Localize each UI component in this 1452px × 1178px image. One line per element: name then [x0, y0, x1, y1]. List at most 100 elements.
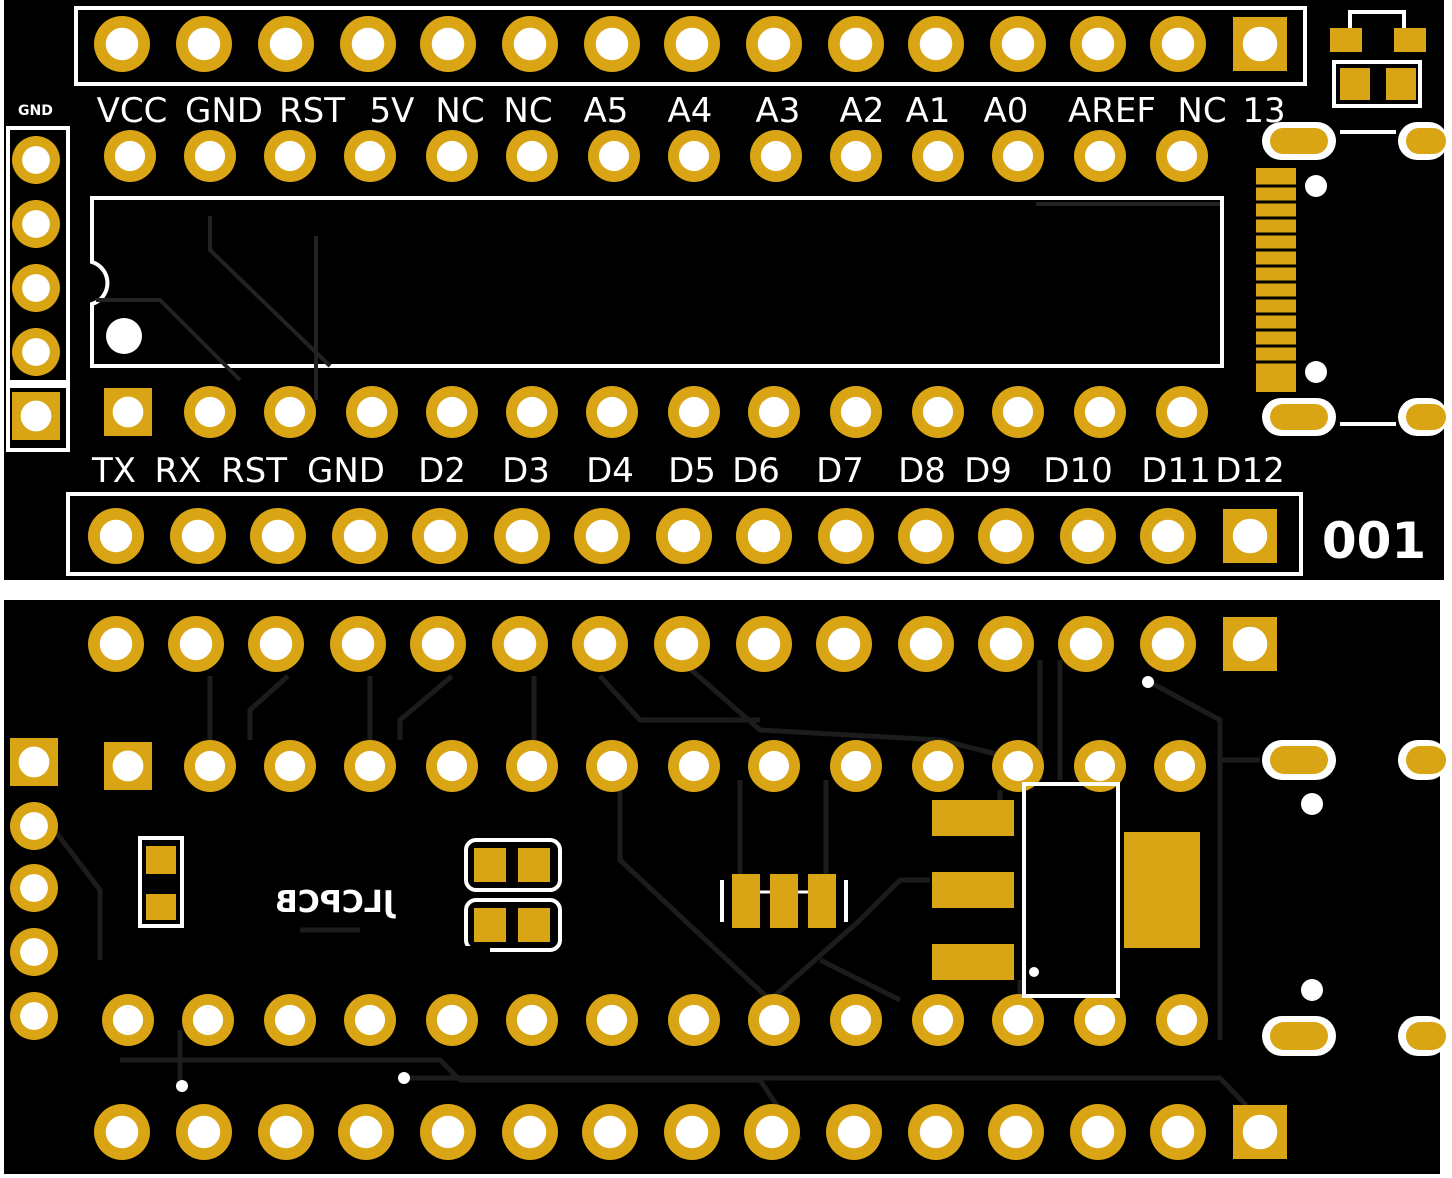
ic-bottom-pin-5-hole	[436, 396, 468, 428]
b-top-header-pin-10-hole	[827, 627, 861, 661]
crystal-cap-silk-1	[464, 838, 562, 892]
regulator-pad-2	[932, 872, 1014, 908]
b-top-header-pin-15-hole	[1232, 626, 1268, 662]
version-badge-bg	[1318, 508, 1432, 568]
bottom-header-pin-7-hole	[585, 519, 619, 553]
ic-top-pin-9-hole	[760, 140, 792, 172]
bottom-board-pads	[10, 616, 1287, 1160]
ic-bottom-pin-13-hole	[1084, 396, 1116, 428]
ic-bottom-pin-12-hole	[1002, 396, 1034, 428]
bottom-header-pin-1-hole	[99, 519, 133, 553]
ic-bottom-pin-14-hole	[1166, 396, 1198, 428]
ic-top-pin-13-hole	[1084, 140, 1116, 172]
bottom-header-label: D11	[1141, 451, 1210, 491]
bottom-board: JLCPCB	[4, 600, 1448, 1174]
ic-bottom-pin-2-hole	[194, 396, 226, 428]
pin1-marker	[106, 318, 142, 354]
b-ic-top-pin-8-hole	[678, 750, 710, 782]
bottom-header-label: D7	[816, 451, 864, 491]
bottom-header-label: RST	[221, 451, 287, 491]
smd-pad-4	[1386, 68, 1416, 100]
top-header-pin-3-hole	[269, 27, 303, 61]
cap-pad-2	[146, 894, 176, 920]
bottom-header-label: D6	[732, 451, 780, 491]
ic-bottom-pin-8-hole	[678, 396, 710, 428]
top-header-pin-4-hole	[351, 27, 385, 61]
via-3	[398, 1072, 410, 1084]
b-ic-bottom-pin-8-hole	[678, 1004, 710, 1036]
top-header-label: GND	[185, 91, 263, 131]
b-ic-bottom-pin-3-hole	[274, 1004, 306, 1036]
bottom-header-pin-8-hole	[667, 519, 701, 553]
b-ic-top-pin-11-hole	[922, 750, 954, 782]
smd-pad-2	[1394, 28, 1426, 52]
usb-oval-b3-copper	[1270, 1022, 1328, 1050]
b-ic-top-pin-9-hole	[758, 750, 790, 782]
b-ic-top-pin-4-hole	[354, 750, 386, 782]
ic-bottom-pin-6-hole	[516, 396, 548, 428]
b-top-header-pin-4-hole	[341, 627, 375, 661]
ic-bottom-pin-3-hole	[274, 396, 306, 428]
usb-oval-3-copper	[1270, 404, 1328, 430]
top-header-label: 13	[1242, 91, 1285, 131]
bottom-header-pin-13-hole	[1071, 519, 1105, 553]
usb-hole-b2	[1301, 979, 1323, 1001]
bottom-header-pin-11-hole	[909, 519, 943, 553]
crystal-cap-silk-2	[464, 898, 562, 952]
top-header-pin-2-hole	[187, 27, 221, 61]
top-header-pin-15-hole	[1242, 26, 1278, 62]
logo-mask	[140, 946, 490, 986]
ic-top-pin-12-hole	[1002, 140, 1034, 172]
cap-silk	[138, 836, 184, 928]
bottom-header-label: D10	[1043, 451, 1112, 491]
bottom-header-pin-5-hole	[423, 519, 457, 553]
regulator-pad-3	[932, 944, 1014, 980]
usb-oval-b1-copper	[1270, 746, 1328, 774]
bottom-header-label: RX	[155, 451, 202, 491]
top-header-pin-14-hole	[1161, 27, 1195, 61]
b-ic-bottom-pin-6-hole	[516, 1004, 548, 1036]
top-header-label: A0	[984, 91, 1029, 131]
ic-top-pin-4-hole	[354, 140, 386, 172]
b-top-header-pin-3-hole	[259, 627, 293, 661]
usb-hole-bottom	[1305, 361, 1327, 383]
ic-bottom-pin-11-hole	[922, 396, 954, 428]
resistor-pad-2	[770, 874, 798, 928]
bottom-traces	[34, 658, 1262, 1142]
b-gnd-square-pin-hole	[18, 746, 50, 778]
version-badge: 001	[1322, 512, 1426, 570]
b-ic-bottom-pin-7-hole	[596, 1004, 628, 1036]
ic-bottom-pin-4-hole	[356, 396, 388, 428]
regulator-pin1-dot	[1029, 967, 1039, 977]
resistor-pad-1	[732, 874, 760, 928]
b-top-header-pin-5-hole	[421, 627, 455, 661]
b-gnd-header-pin-1-hole	[20, 812, 48, 840]
usb-slot-lines	[1256, 184, 1296, 364]
b-ic-top-pin-12-hole	[1002, 750, 1034, 782]
b-ic-bottom-pin-14-hole	[1166, 1004, 1198, 1036]
bottom-header-label: D12	[1215, 451, 1284, 491]
b-bottom-header-pin-13-hole	[1081, 1115, 1115, 1149]
ic-top-pin-6-hole	[516, 140, 548, 172]
b-bottom-header-pin-3-hole	[269, 1115, 303, 1149]
b-bottom-header-pin-12-hole	[999, 1115, 1033, 1149]
ic-socket-outline	[90, 196, 1224, 368]
bottom-header-pin-3-hole	[261, 519, 295, 553]
top-header-label: A2	[840, 91, 885, 131]
ic-top-pin-3-hole	[274, 140, 306, 172]
b-gnd-header-pin-2-hole	[20, 874, 48, 902]
top-header-pin-5-hole	[431, 27, 465, 61]
b-bottom-header-pin-11-hole	[919, 1115, 953, 1149]
b-top-header-pin-8-hole	[665, 627, 699, 661]
b-top-header-pin-2-hole	[179, 627, 213, 661]
top-traces	[96, 202, 1220, 400]
jlcpcb-logo: JLCPCB	[275, 885, 396, 920]
b-gnd-header-pin-3-hole	[20, 938, 48, 966]
b-ic-top-pin-2-hole	[194, 750, 226, 782]
usb-hole-top	[1305, 175, 1327, 197]
b-ic-pin-1-hole	[112, 750, 144, 782]
gnd-header-pin-2-hole	[22, 210, 50, 238]
